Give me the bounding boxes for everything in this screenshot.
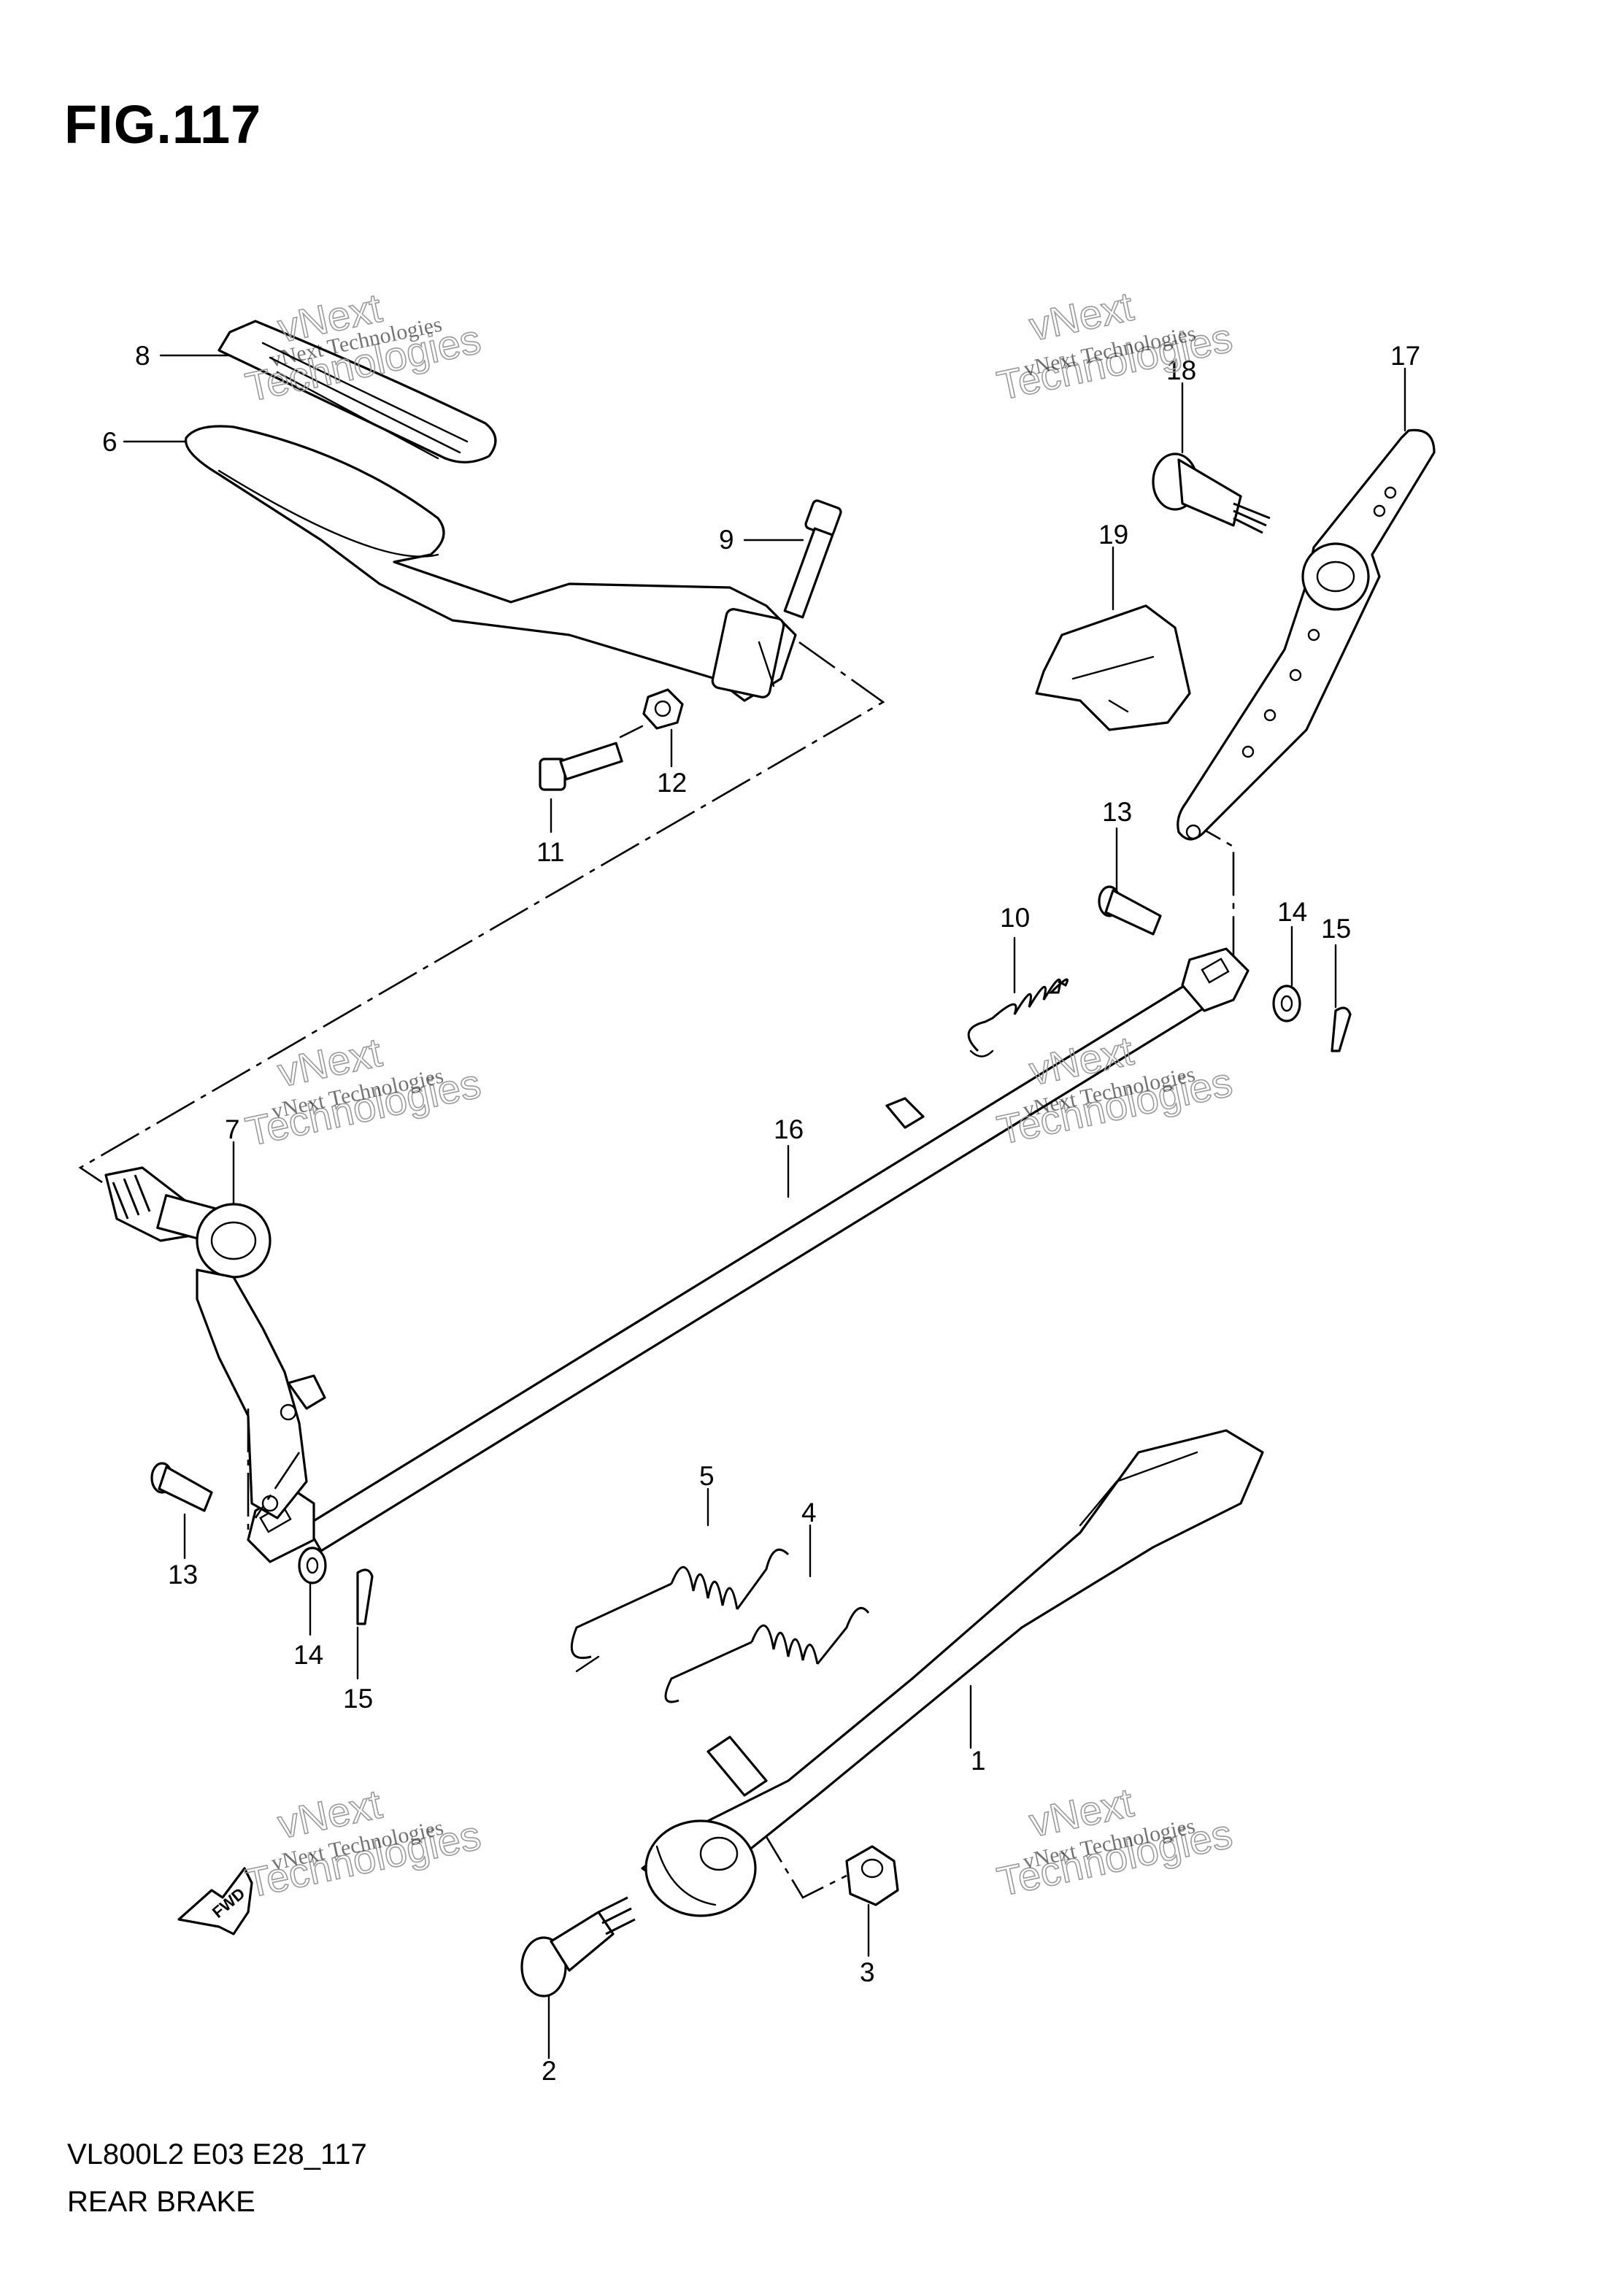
callout-15-upper: 15 bbox=[1321, 914, 1351, 944]
callout-5: 5 bbox=[699, 1461, 715, 1491]
pivot-pin bbox=[1152, 452, 1271, 534]
cotter-pin-upper bbox=[1331, 1006, 1352, 1052]
stand-spring-inner bbox=[664, 1606, 870, 1703]
brake-shaft-lever bbox=[104, 1166, 326, 1533]
return-spring-upper bbox=[967, 978, 1069, 1058]
pedal-pivot-bolt bbox=[539, 725, 644, 791]
pedal-bolt bbox=[783, 499, 842, 619]
callout-18: 18 bbox=[1166, 355, 1196, 385]
assembly-guide-line bbox=[78, 641, 885, 1184]
callout-15-lower: 15 bbox=[343, 1684, 373, 1714]
brake-lever-arm bbox=[1177, 428, 1436, 841]
watermark-bottom-left: vNext Technologies vNext Technologies bbox=[241, 1780, 485, 1907]
callout-6: 6 bbox=[102, 427, 118, 457]
callout-13-lower: 13 bbox=[168, 1560, 198, 1590]
callout-3: 3 bbox=[860, 1957, 875, 1987]
stand-nut bbox=[845, 1845, 899, 1906]
callout-1: 1 bbox=[971, 1746, 986, 1776]
clevis-pin-lower bbox=[150, 1462, 213, 1512]
pedal-nut bbox=[642, 688, 684, 730]
callout-10: 10 bbox=[1000, 903, 1030, 933]
brake-rod bbox=[247, 947, 1250, 1563]
stand-pivot-bolt bbox=[520, 1896, 636, 1998]
washer-upper bbox=[1272, 985, 1301, 1022]
assembly-name: REAR BRAKE bbox=[67, 2186, 255, 2218]
callout-16: 16 bbox=[774, 1114, 804, 1144]
watermark-mid-right: vNext Technologies vNext Technologies bbox=[993, 1027, 1236, 1154]
cotter-pin-lower bbox=[356, 1568, 374, 1625]
callout-9: 9 bbox=[719, 525, 734, 555]
leader-lines bbox=[123, 354, 1406, 2060]
brake-pedal-arm bbox=[184, 425, 797, 702]
model-code: VL800L2 E03 E28_117 bbox=[67, 2138, 367, 2170]
assembly-guide-line-stand bbox=[758, 1824, 847, 1899]
callout-14-upper: 14 bbox=[1277, 897, 1307, 927]
callout-2: 2 bbox=[542, 2056, 557, 2086]
forward-direction-arrow: FWD bbox=[177, 1867, 253, 1935]
clevis-pin-upper bbox=[1098, 885, 1162, 936]
stand-spring-outer bbox=[570, 1548, 790, 1673]
pedal-rubber-pad bbox=[217, 320, 497, 463]
callout-8: 8 bbox=[135, 341, 150, 371]
callout-13-upper: 13 bbox=[1102, 797, 1132, 827]
callout-4: 4 bbox=[801, 1498, 817, 1528]
figure-title: FIG.117 bbox=[64, 94, 262, 155]
watermark-top-right: vNext Technologies vNext Technologies bbox=[993, 282, 1236, 409]
callout-17: 17 bbox=[1390, 341, 1420, 371]
watermark-bottom-right: vNext Technologies vNext Technologies bbox=[993, 1779, 1236, 1906]
callout-labels: 1 2 3 4 5 6 7 8 9 10 11 12 13 13 14 14 1… bbox=[102, 341, 1420, 2086]
callout-12: 12 bbox=[657, 768, 687, 798]
side-stand bbox=[641, 1429, 1264, 1917]
rubber-cover bbox=[1035, 604, 1191, 731]
watermark-mid-left: vNext Technologies vNext Technologies bbox=[241, 1028, 485, 1155]
callout-11: 11 bbox=[536, 837, 564, 867]
callout-7: 7 bbox=[225, 1114, 240, 1144]
callout-14-lower: 14 bbox=[293, 1640, 323, 1670]
washer-lower bbox=[298, 1546, 327, 1584]
callout-19: 19 bbox=[1098, 520, 1128, 550]
